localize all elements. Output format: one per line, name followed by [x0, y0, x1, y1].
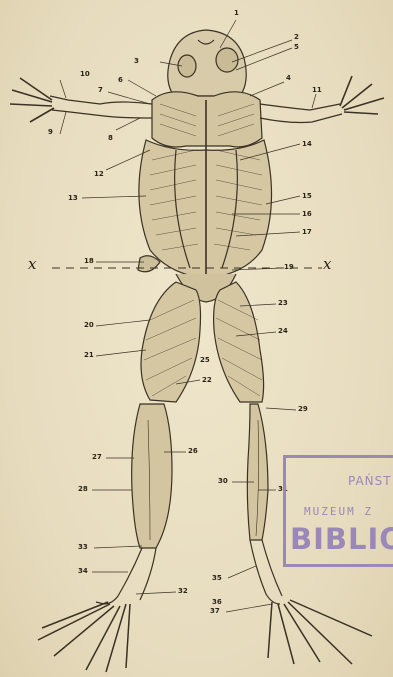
right-foot — [250, 540, 282, 604]
label-15: 15 — [302, 192, 312, 200]
label-12: 12 — [94, 170, 104, 178]
label-14: 14 — [302, 140, 312, 148]
left-toes — [38, 602, 130, 672]
label-18: 18 — [84, 257, 94, 265]
label-24: 24 — [278, 327, 288, 335]
pectoral-muscles — [152, 92, 262, 147]
label-1: 1 — [234, 9, 239, 17]
label-27: 27 — [92, 453, 102, 461]
label-3: 3 — [134, 57, 139, 65]
label-22: 22 — [202, 376, 212, 384]
label-28: 28 — [78, 485, 88, 493]
label-26: 26 — [188, 447, 198, 455]
label-37: 37 — [210, 607, 220, 615]
label-29: 29 — [298, 405, 308, 413]
museum-stamp: PAŃST MUZEUM Z BIBLIO — [283, 455, 393, 567]
label-20: 20 — [84, 321, 94, 329]
right-arm — [260, 104, 342, 123]
stamp-line-3: BIBLIO — [290, 522, 393, 556]
label-2: 2 — [294, 33, 299, 41]
label-4: 4 — [286, 74, 291, 82]
stamp-line-2: MUZEUM Z — [304, 505, 373, 518]
label-11: 11 — [312, 86, 322, 94]
right-shank — [247, 404, 268, 540]
right-eye — [216, 48, 238, 72]
left-shank — [132, 404, 172, 548]
label-32: 32 — [178, 587, 188, 595]
label-30: 30 — [218, 477, 228, 485]
axis-marker-left: x — [28, 255, 36, 273]
label-33: 33 — [78, 543, 88, 551]
label-6: 6 — [118, 76, 123, 84]
stamp-line-1: PAŃST — [348, 474, 392, 488]
label-9: 9 — [48, 128, 53, 136]
label-7: 7 — [98, 86, 103, 94]
label-10: 10 — [80, 70, 90, 78]
label-35: 35 — [212, 574, 222, 582]
left-hand — [10, 78, 54, 122]
label-5: 5 — [294, 43, 299, 51]
label-25: 25 — [200, 356, 210, 364]
label-8: 8 — [108, 134, 113, 142]
label-23: 23 — [278, 299, 288, 307]
label-17: 17 — [302, 228, 312, 236]
label-36: 36 — [212, 598, 222, 606]
left-foot — [96, 548, 156, 604]
left-thigh — [141, 282, 201, 402]
label-21: 21 — [84, 351, 94, 359]
axis-marker-right: x — [323, 255, 331, 273]
label-13: 13 — [68, 194, 78, 202]
right-hand — [340, 76, 384, 114]
label-19: 19 — [284, 263, 294, 271]
label-34: 34 — [78, 567, 88, 575]
right-toes — [268, 600, 372, 664]
right-thigh — [214, 282, 264, 402]
label-16: 16 — [302, 210, 312, 218]
